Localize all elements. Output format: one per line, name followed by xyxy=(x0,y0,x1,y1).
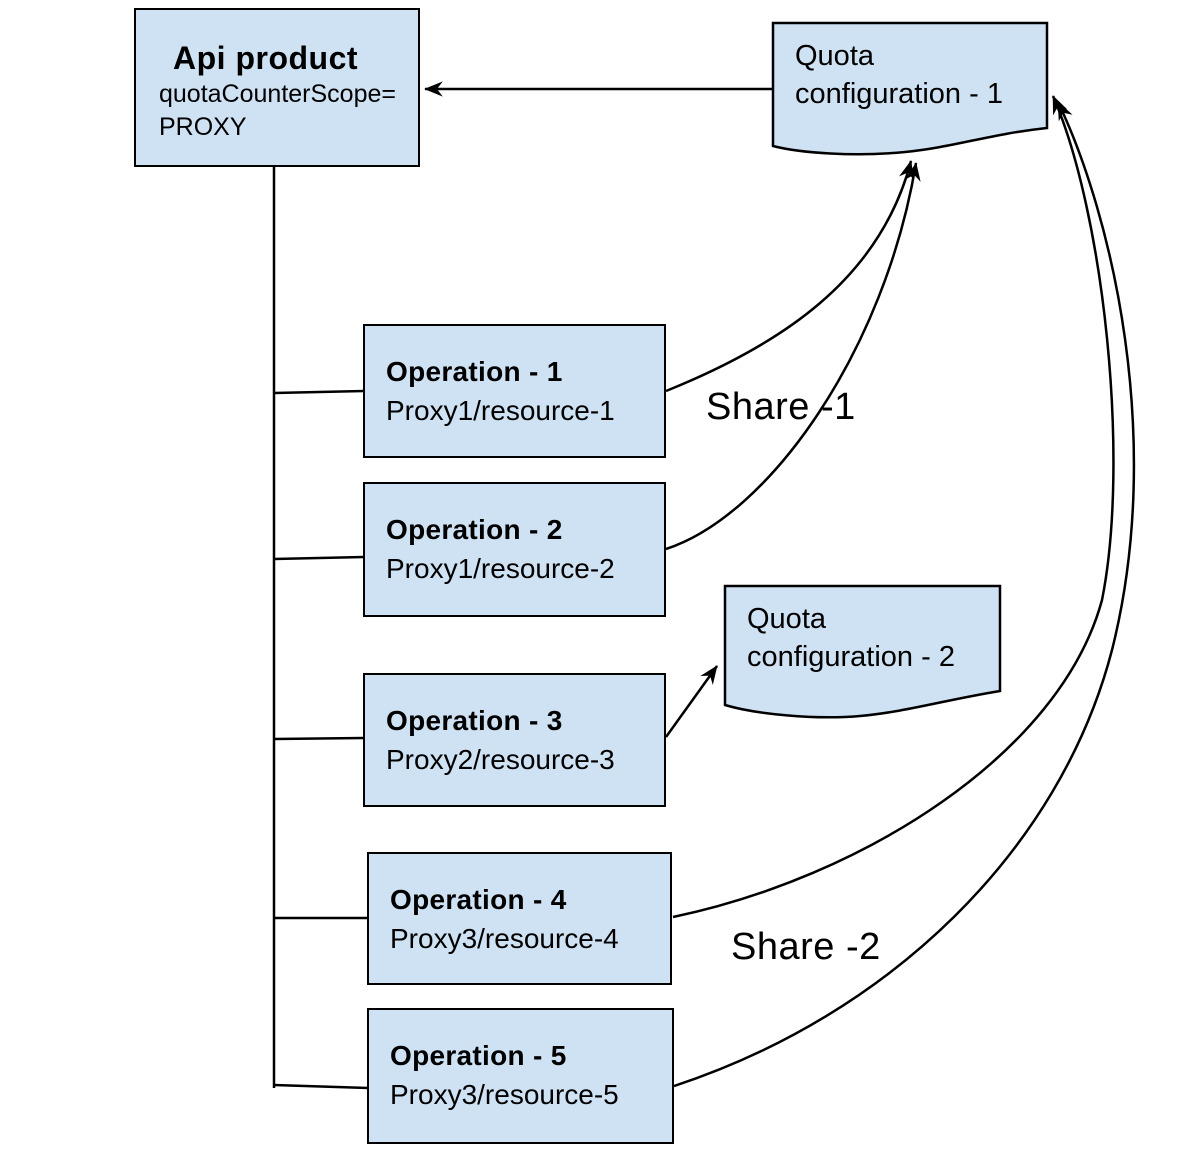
operation-title: Operation - 3 xyxy=(386,705,563,736)
api-product-box: Api product quotaCounterScope= PROXY xyxy=(134,8,420,167)
api-product-attribute: quotaCounterScope= xyxy=(159,80,396,108)
stub-operation-5 xyxy=(273,1083,369,1090)
stub-operation-1 xyxy=(273,389,365,395)
operation-path: Proxy1/resource-2 xyxy=(386,553,615,584)
arrow-operation-5-to-quota1 xyxy=(673,101,1136,1088)
operation-3-box: Operation - 3 Proxy2/resource-3 xyxy=(363,673,666,807)
api-product-attribute-value: PROXY xyxy=(159,113,247,141)
quota-configuration-2-line2: configuration - 2 xyxy=(747,641,955,673)
operation-title: Operation - 5 xyxy=(390,1040,567,1071)
stub-operation-2 xyxy=(273,555,365,561)
quota-configuration-2-line1: Quota xyxy=(747,603,826,635)
operation-5-box: Operation - 5 Proxy3/resource-5 xyxy=(367,1008,674,1144)
quota-configuration-1-line1: Quota xyxy=(795,40,874,72)
api-product-title: Api product xyxy=(173,40,359,76)
operation-title: Operation - 1 xyxy=(386,356,563,387)
stub-operation-3 xyxy=(273,736,365,741)
operation-path: Proxy1/resource-1 xyxy=(386,395,615,426)
quota-configuration-2-shape xyxy=(723,584,1002,719)
operation-title: Operation - 4 xyxy=(390,884,567,915)
arrow-operation-2-to-quota1 xyxy=(665,162,921,551)
operation-path: Proxy3/resource-4 xyxy=(390,923,619,954)
arrow-operation-3-to-quota2 xyxy=(664,665,719,738)
operation-2-box: Operation - 2 Proxy1/resource-2 xyxy=(363,482,666,617)
quota-configuration-1-label: Quota configuration - 1 xyxy=(795,37,1003,113)
arrow-operation-4-to-quota1 xyxy=(672,95,1115,919)
operation-1-box: Operation - 1 Proxy1/resource-1 xyxy=(363,324,666,458)
quota-configuration-2-label: Quota configuration - 2 xyxy=(747,600,955,676)
quota-configuration-1-shape xyxy=(771,21,1049,156)
operation-4-box: Operation - 4 Proxy3/resource-4 xyxy=(367,852,672,985)
quota-configuration-1-line2: configuration - 1 xyxy=(795,78,1003,110)
share-2-label: Share -2 xyxy=(731,926,881,968)
share-1-label: Share -1 xyxy=(706,386,856,428)
operation-path: Proxy2/resource-3 xyxy=(386,744,615,775)
operation-title: Operation - 2 xyxy=(386,514,563,545)
arrow-operation-1-to-quota1 xyxy=(665,160,914,393)
operation-path: Proxy3/resource-5 xyxy=(390,1079,619,1110)
